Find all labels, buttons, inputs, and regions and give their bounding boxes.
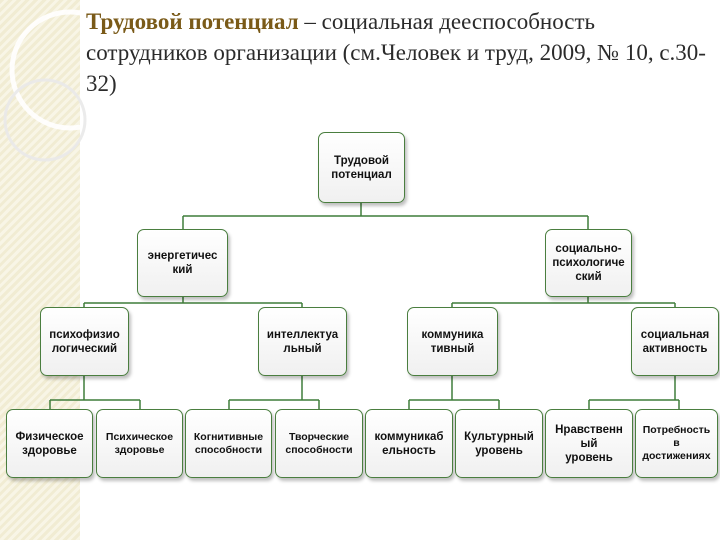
node-communicative: коммуника тивный [407,307,498,376]
title-rest: – социальная дееспособность сотрудников … [86,9,706,96]
node-cognitive-abilities: Когнитивные способности [185,409,272,478]
node-social-activity: социальная активность [631,307,719,376]
node-intellectual: интеллектуа льный [258,307,347,376]
title-bold: Трудовой потенциал [86,9,299,34]
node-physical-health: Физическое здоровье [6,409,93,478]
node-energy: энергетичес кий [137,229,228,297]
node-cultural-level: Культурный уровень [455,409,543,478]
node-communicability: коммуникаб ельность [365,409,453,478]
node-moral-level: Нравственн ый уровень [545,409,633,478]
node-creative-abilities: Творческие способности [275,409,363,478]
node-social-psychological: социально- психологиче ский [545,229,632,297]
node-achievement-need: Потребность в достижениях [635,409,718,478]
node-psychophysiological: психофизио логический [40,307,129,376]
slide-title: Трудовой потенциал – социальная дееспосо… [86,6,714,99]
node-labor-potential: Трудовой потенциал [318,132,405,203]
decorative-circles [3,9,131,162]
node-mental-health: Психическое здоровье [96,409,183,478]
